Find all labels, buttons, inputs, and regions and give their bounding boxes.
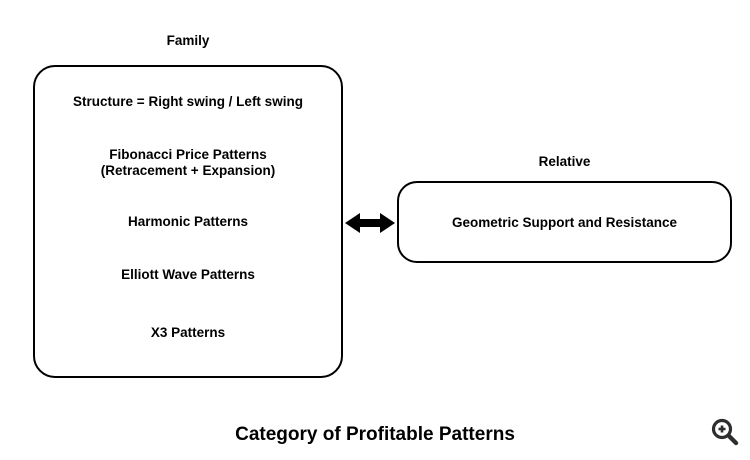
family-item-x3: X3 Patterns — [150, 325, 226, 340]
family-group-label: Family — [166, 33, 210, 48]
relative-group-label: Relative — [538, 154, 591, 169]
zoom-in-icon[interactable] — [709, 416, 741, 448]
diagram-title: Category of Profitable Patterns — [235, 424, 515, 445]
double-headed-arrow-icon — [343, 210, 397, 236]
family-item-structure: Structure = Right swing / Left swing — [73, 94, 303, 109]
relative-item-geometric: Geometric Support and Resistance — [451, 214, 678, 230]
relative-group-box: Geometric Support and Resistance — [397, 181, 732, 263]
family-item-fibonacci: Fibonacci Price Patterns (Retracement + … — [100, 147, 276, 178]
family-item-harmonic: Harmonic Patterns — [127, 214, 249, 229]
family-item-elliott-wave: Elliott Wave Patterns — [121, 267, 255, 282]
family-group-box — [33, 65, 343, 378]
